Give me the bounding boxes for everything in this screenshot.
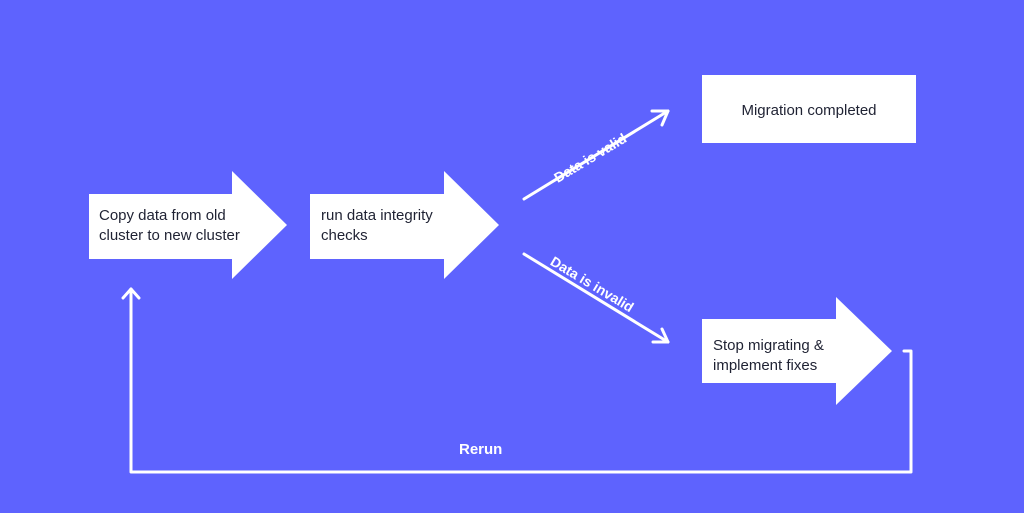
- check-step-label: run data integrity checks: [321, 207, 433, 244]
- completed-step-label: Migration completed: [741, 102, 877, 119]
- rerun-connector-line: [129, 287, 913, 474]
- check-step-arrow-shape: [310, 171, 499, 279]
- completed-box-shape: [702, 75, 916, 143]
- stop-step-arrow-shape: [702, 297, 892, 405]
- invalid-connector-line: [522, 252, 670, 344]
- rerun-arrowhead: [121, 287, 141, 300]
- copy-step-label: Copy data from old cluster to new cluste…: [99, 207, 240, 244]
- valid-connector-line: [522, 109, 670, 201]
- rerun-edge-label: Rerun: [459, 441, 503, 458]
- copy-step-arrow-shape: [89, 171, 287, 279]
- stop-step-label: Stop migrating & implement fixes: [713, 337, 824, 374]
- valid-arrowhead: [650, 109, 670, 127]
- invalid-arrowhead: [651, 327, 670, 344]
